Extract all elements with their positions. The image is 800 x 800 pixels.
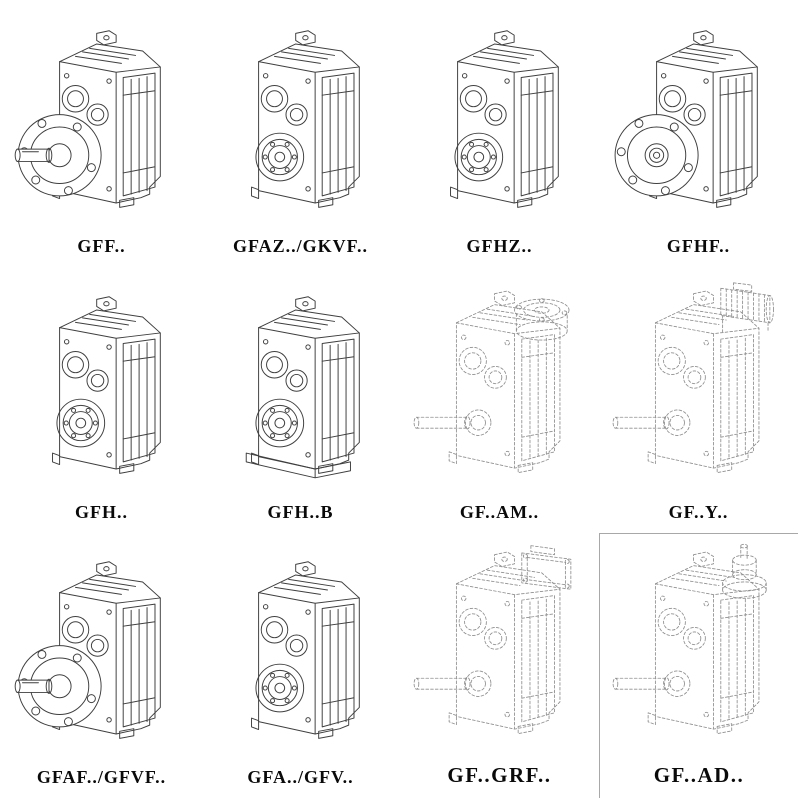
model-label: GFH.. (75, 501, 128, 522)
catalog-item-gf-grf: GF..GRF.. (400, 533, 599, 798)
flange-shaft-gearbox-drawing (11, 552, 193, 764)
gearbox-adapter-plate-drawing (404, 542, 596, 760)
catalog-item-gfaz-gkvf: GFAZ../GKVF.. (201, 2, 400, 267)
hollow-bore-gearbox-foot-drawing (210, 287, 392, 499)
catalog-item-gfh-b: GFH..B (201, 267, 400, 532)
catalog-item-gfaf-gfvf: GFAF../GFVF.. (2, 533, 201, 798)
model-label: GFAZ../GKVF.. (232, 236, 368, 257)
gearbox-with-motor-drawing (603, 281, 795, 499)
gearbox-input-shaft-adapter-drawing (603, 542, 795, 760)
catalog-item-gfh: GFH.. (2, 267, 201, 532)
model-label: GFHF.. (666, 236, 731, 257)
hollow-bore-gearbox-drawing (210, 552, 392, 764)
model-label: GF..Y.. (668, 501, 729, 522)
model-label: GFA../GFV.. (247, 767, 354, 787)
flange-shaft-gearbox-drawing (11, 21, 193, 233)
flange-hollow-gearbox-drawing (608, 21, 790, 233)
model-label: GF..GRF.. (447, 763, 552, 787)
model-label: GFF.. (77, 236, 126, 257)
model-label: GF..AD.. (653, 763, 745, 787)
gearbox-input-flange-adapter-drawing (404, 281, 596, 499)
hollow-bore-gearbox-drawing (409, 21, 591, 233)
model-label: GFHZ.. (466, 236, 533, 257)
catalog-item-gf-y: GF..Y.. (599, 267, 798, 532)
catalog-item-gf-am: GF..AM.. (400, 267, 599, 532)
catalog-item-gfhz: GFHZ.. (400, 2, 599, 267)
model-label: GFH..B (267, 501, 334, 522)
catalog-item-gff: GFF.. (2, 2, 201, 267)
model-label: GFAF../GFVF.. (36, 767, 167, 787)
catalog-item-gfhf: GFHF.. (599, 2, 798, 267)
hollow-bore-gearbox-drawing (210, 21, 392, 233)
hollow-bore-gearbox-drawing (11, 287, 193, 499)
catalog-item-gf-ad: GF..AD.. (599, 532, 798, 798)
model-label: GF..AM.. (459, 501, 540, 522)
catalog-item-gfa-gfv: GFA../GFV.. (201, 533, 400, 798)
